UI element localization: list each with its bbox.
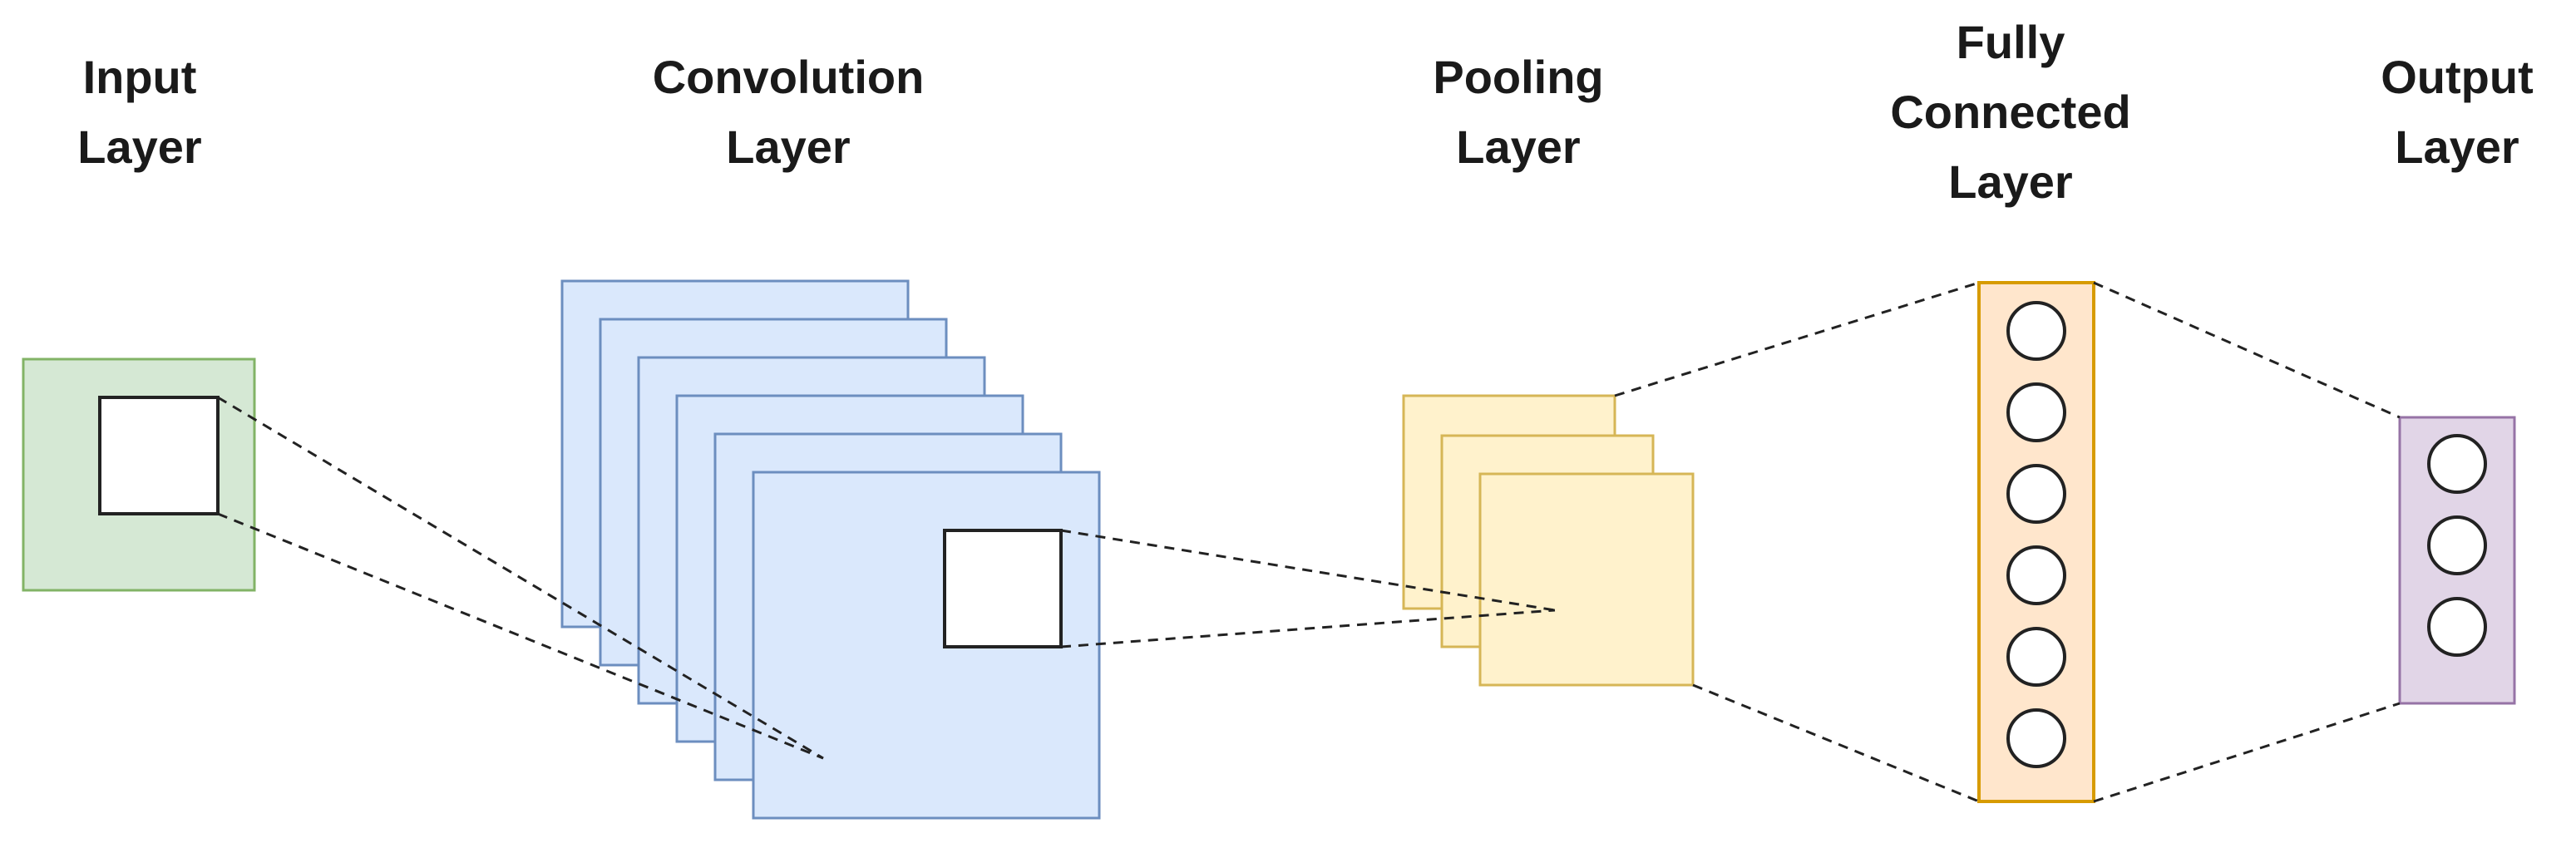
fc-neuron-2 (2006, 382, 2066, 442)
output-layer-title-line-1: Output (2381, 51, 2533, 103)
connection-conv-to-pool-bottom (1060, 609, 1556, 648)
connections (217, 281, 2401, 803)
convolution-layer (560, 279, 1101, 820)
connection-input-to-conv-bottom (217, 512, 824, 760)
output-neuron-3 (2427, 597, 2487, 657)
connection-pool-to-fc-top (1614, 281, 1980, 397)
fc-neuron-5 (2006, 627, 2066, 687)
pooling-layer-title: Pooling Layer (1433, 51, 1603, 173)
output-layer-title-line-2: Layer (2395, 121, 2519, 173)
input-receptive-field (98, 396, 220, 515)
fc-neuron-1 (2006, 301, 2066, 361)
convolution-layer-title-line-2: Layer (726, 121, 850, 173)
connection-input-to-conv-top (217, 396, 824, 760)
output-layer (2398, 416, 2516, 705)
connection-pool-to-fc-bottom (1692, 683, 1980, 803)
pooling-layer (1402, 394, 1695, 687)
input-layer-title-line-1: Input (83, 51, 197, 103)
fc-neuron-3 (2006, 464, 2066, 524)
input-layer (22, 357, 256, 592)
connection-fc-to-output-top (2093, 281, 2401, 419)
input-layer-title: Input Layer (77, 51, 201, 173)
output-neurons (2427, 434, 2487, 657)
output-neuron-2 (2427, 515, 2487, 575)
output-layer-title: Output Layer (2381, 51, 2533, 173)
fc-neuron-4 (2006, 545, 2066, 605)
output-neuron-1 (2427, 434, 2487, 494)
fully-connected-neurons (2006, 301, 2066, 768)
input-layer-title-line-2: Layer (77, 121, 201, 173)
pooling-layer-title-line-1: Pooling (1433, 51, 1603, 103)
fully-connected-layer-title-line-2: Connected (1890, 86, 2130, 138)
connection-conv-to-pool-top (1060, 529, 1556, 612)
fully-connected-layer-title: Fully Connected Layer (1890, 16, 2130, 208)
pooled-map-3 (1478, 472, 1695, 687)
fully-connected-layer-title-line-1: Fully (1957, 16, 2065, 68)
fc-neuron-6 (2006, 708, 2066, 768)
convolution-layer-title-line-1: Convolution (653, 51, 925, 103)
connection-fc-to-output-bottom (2093, 702, 2401, 803)
convolution-layer-title: Convolution Layer (653, 51, 925, 173)
fully-connected-layer (1977, 281, 2095, 803)
fully-connected-layer-title-line-3: Layer (1948, 155, 2072, 208)
pooling-layer-title-line-2: Layer (1456, 121, 1580, 173)
convolution-window (943, 529, 1063, 648)
